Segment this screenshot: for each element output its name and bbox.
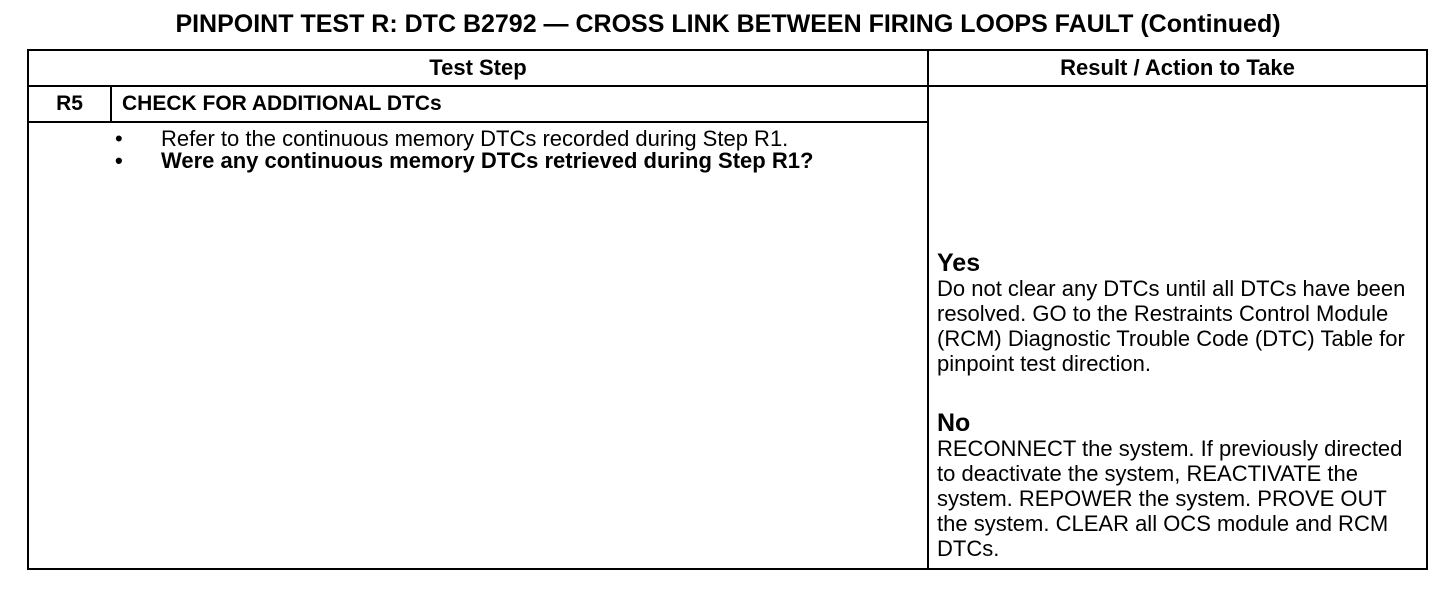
header-divider [29,85,1426,87]
step-id-divider [110,87,112,122]
result-no-text: RECONNECT the system. If previously dire… [937,436,1403,561]
result-yes-label: Yes [937,249,981,277]
bullet-marker: • [115,126,123,151]
question-text: Were any continuous memory DTCs retrieve… [161,148,814,173]
step-title-divider [29,121,927,123]
header-result-action: Result / Action to Take [1060,55,1295,80]
instruction-text: Refer to the continuous memory DTCs reco… [161,126,789,151]
bullet-marker: • [115,148,123,173]
page-title: PINPOINT TEST R: DTC B2792 — CROSS LINK … [175,10,1281,38]
result-yes: Yes Do not clear any DTCs until all DTCs… [937,250,1423,376]
step-title: CHECK FOR ADDITIONAL DTCs [122,92,442,115]
result-no: No RECONNECT the system. If previously d… [937,410,1423,561]
header-test-step: Test Step [429,55,527,80]
pinpoint-test-table: Test Step Result / Action to Take R5 CHE… [27,49,1428,570]
column-divider [927,51,929,568]
result-no-label: No [937,409,971,437]
result-yes-text: Do not clear any DTCs until all DTCs hav… [937,276,1406,376]
step-id: R5 [56,92,83,115]
instruction-item: • Refer to the continuous memory DTCs re… [115,128,875,150]
step-instructions: • Refer to the continuous memory DTCs re… [115,128,875,172]
instruction-question: • Were any continuous memory DTCs retrie… [115,150,875,172]
